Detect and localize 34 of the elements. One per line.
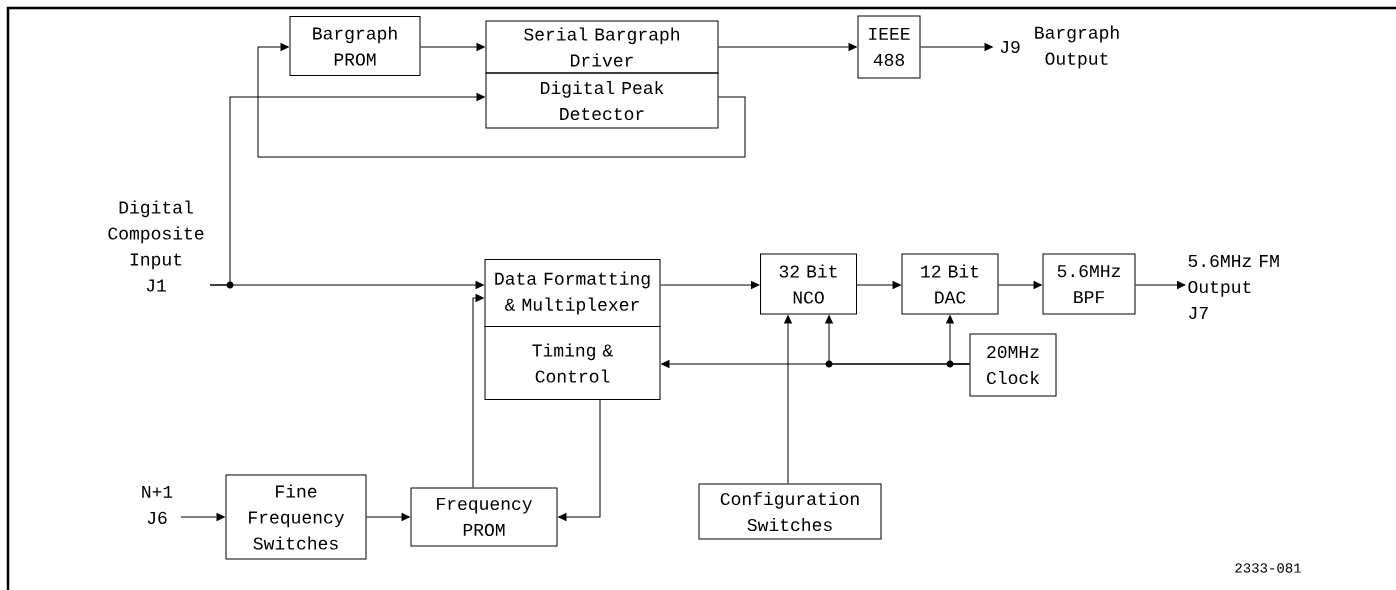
- arrow: [180, 513, 225, 521]
- block-box: Serial Bargraph Driver: [485, 20, 719, 74]
- arrow: [718, 43, 857, 51]
- arrow: [472, 294, 484, 488]
- arrow: [784, 315, 792, 484]
- block-box: IEEE 488: [857, 15, 921, 79]
- block-box: 5.6MHz BPF: [1042, 253, 1136, 315]
- figure-number: 2333-081: [1235, 563, 1301, 573]
- block-box: 12 Bit DAC: [901, 253, 999, 315]
- terminal-label: N+1 J6: [142, 486, 173, 524]
- terminal-label: Digital Composite Input J1: [108, 200, 204, 292]
- block-box: Data Formatting & Multiplexer: [484, 259, 661, 327]
- arrow: [920, 43, 993, 51]
- block-box: Fine Frequency Switches: [225, 474, 367, 560]
- block-box: Digital Peak Detector: [485, 72, 719, 129]
- output-label: Bargraph Output: [1035, 25, 1119, 69]
- arrow: [209, 93, 485, 289]
- arrow: [257, 43, 746, 158]
- arrow: [998, 281, 1042, 289]
- arrow: [558, 399, 601, 521]
- block-box: 32 Bit NCO: [760, 253, 857, 315]
- arrow: [366, 513, 410, 521]
- block-box: Bargraph PROM: [289, 16, 421, 76]
- block-box: Timing & Control: [484, 326, 661, 400]
- block-box: Frequency PROM: [410, 487, 558, 547]
- terminal-label: J9: [1000, 40, 1020, 54]
- arrow: [420, 43, 485, 51]
- block-box: Configuration Switches: [698, 483, 882, 540]
- arrow: [1135, 281, 1186, 289]
- block-box: 20MHz Clock: [969, 333, 1057, 397]
- arrow: [856, 281, 901, 289]
- terminal-label: 5.6MHz FM Output J7: [1188, 254, 1279, 320]
- arrow: [660, 281, 760, 289]
- arrow: [946, 315, 970, 368]
